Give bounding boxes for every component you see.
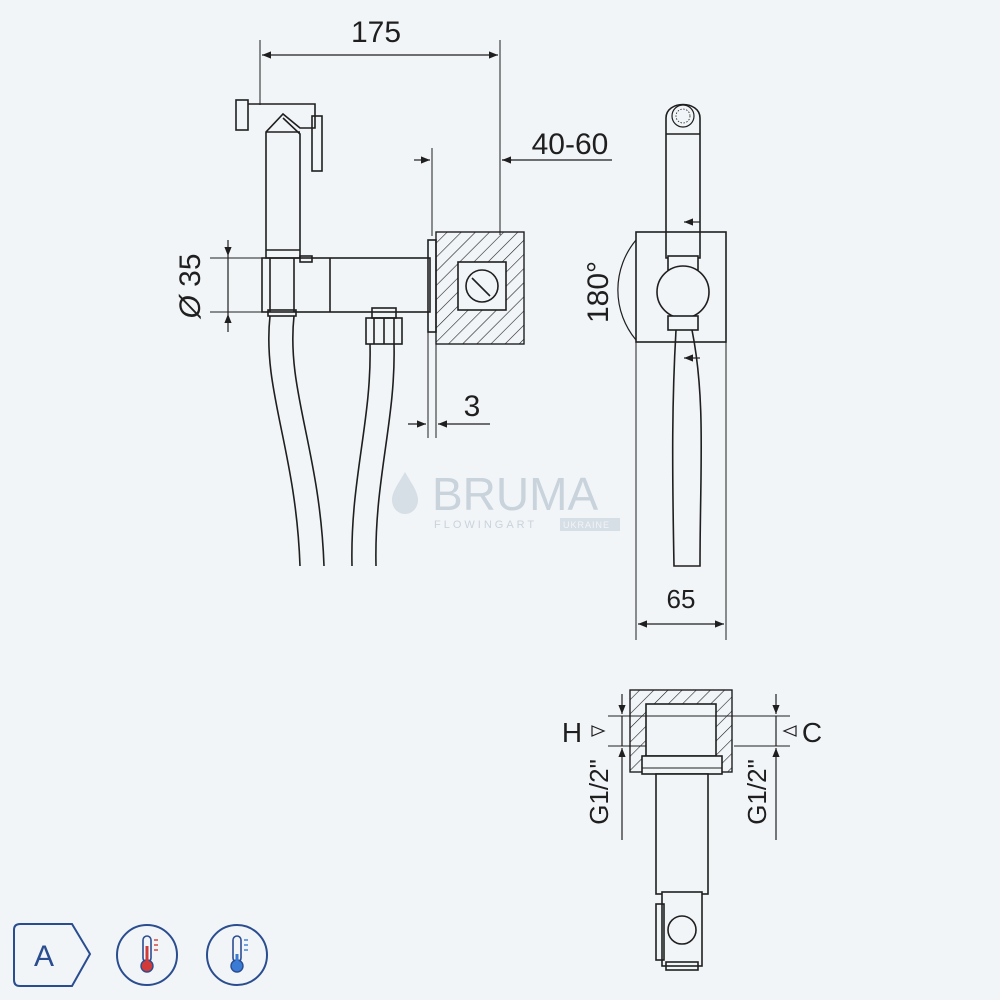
- svg-text:Ø 35: Ø 35: [174, 253, 207, 319]
- hot-triangle: [591, 725, 606, 737]
- label-diameter-35: 35: [174, 253, 207, 286]
- energy-class-label: A: [34, 940, 54, 973]
- watermark-region-box: [560, 518, 620, 531]
- label-thread-left-text: G1/2": [584, 759, 614, 825]
- label-width-175: 175: [351, 16, 401, 49]
- drop-icon: [392, 472, 418, 514]
- hose-right-a: [351, 343, 371, 567]
- label-cold-c: C: [802, 717, 822, 748]
- energy-class-badge: A: [13, 923, 92, 987]
- label-thread-left: G1/2": [584, 759, 614, 825]
- bottom-flange: [641, 755, 723, 775]
- label-depth-40-60: 40-60: [532, 128, 609, 161]
- side-hose: [671, 329, 703, 567]
- bottom-body: [655, 773, 709, 895]
- thermometer-cold-icon: [206, 924, 268, 986]
- thermometer-hot-icon: [116, 924, 178, 986]
- sprayer-cap: [235, 99, 249, 131]
- hose-left-b: [292, 315, 325, 567]
- sprayer-head: [248, 103, 316, 259]
- side-ball-joint: [656, 265, 710, 319]
- watermark: BRUMA FLOWINGART UKRAINE: [392, 468, 620, 531]
- side-wall-plate: [635, 231, 727, 343]
- label-side-65: 65: [667, 584, 696, 614]
- front-view: [210, 40, 612, 567]
- label-diameter: Ø 35: [174, 253, 207, 319]
- side-sprayer-head: [665, 103, 701, 259]
- watermark-region: UKRAINE: [563, 520, 610, 530]
- label-thread-right-text: G1/2": [742, 759, 772, 825]
- cold-triangle: [782, 725, 797, 737]
- label-flange-3: 3: [464, 390, 481, 423]
- wall-connector: [465, 269, 499, 303]
- hose-left-a: [268, 315, 301, 567]
- sprayer-button: [311, 115, 323, 172]
- label-rotation: 180°: [582, 261, 615, 323]
- bottom-view: [591, 689, 797, 971]
- holder-body: [261, 257, 431, 313]
- hose-right-b: [375, 343, 395, 567]
- label-hot-h: H: [562, 717, 582, 748]
- bottom-mixer-box: [645, 703, 717, 757]
- watermark-brand: BRUMA: [432, 468, 598, 520]
- watermark-tagline: FLOWINGART: [434, 519, 537, 531]
- label-rotation-180: 180°: [582, 261, 615, 323]
- rotation-arc: [617, 239, 637, 341]
- label-thread-right: G1/2": [742, 759, 772, 825]
- side-view: [617, 103, 727, 640]
